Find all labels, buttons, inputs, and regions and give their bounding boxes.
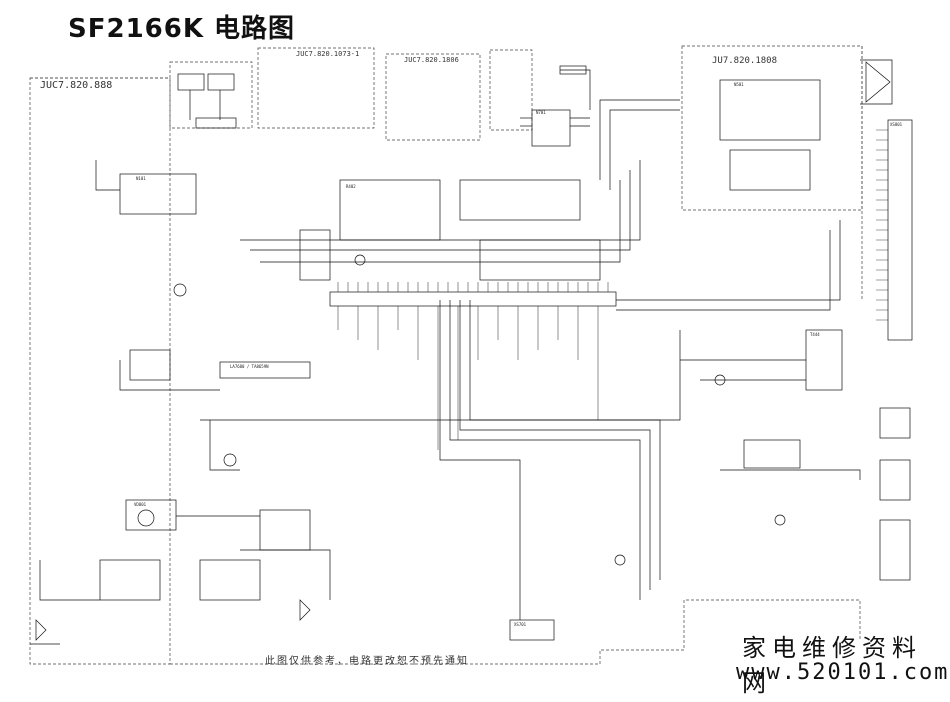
audio-board-outline: [257, 47, 375, 129]
board-label-main: JUC7.820.888: [40, 80, 113, 91]
board-label-ctrl: JUC7.820.1806: [404, 56, 459, 64]
svg-text:N101: N101: [136, 176, 146, 181]
ctrl-board-outline: [385, 53, 481, 141]
svg-text:XS801: XS801: [890, 122, 903, 127]
speaker-board-outline: [169, 61, 253, 129]
svg-text:XS701: XS701: [514, 622, 527, 627]
svg-text:T444: T444: [810, 332, 820, 337]
svg-text:N501: N501: [734, 82, 744, 87]
svg-text:LA7680 / TA8659N: LA7680 / TA8659N: [230, 364, 269, 369]
crt-board-outline: [681, 45, 863, 211]
svg-text:VD801: VD801: [134, 502, 147, 507]
board-label-crt: JU7.820.1808: [712, 56, 778, 66]
switch-board-outline: [489, 49, 533, 131]
svg-text:N701: N701: [536, 110, 546, 115]
page-title: SF2166K 电路图: [68, 14, 296, 44]
watermark-url: www.520101.com: [736, 660, 950, 685]
watermark-site-name: 家电维修资料网: [742, 634, 922, 697]
board-label-audio: JUC7.820.1073-1: [296, 50, 360, 58]
svg-text:R402: R402: [346, 184, 356, 189]
disclaimer-note: 此图仅供参考，电路更改恕不预先通知: [265, 656, 469, 667]
